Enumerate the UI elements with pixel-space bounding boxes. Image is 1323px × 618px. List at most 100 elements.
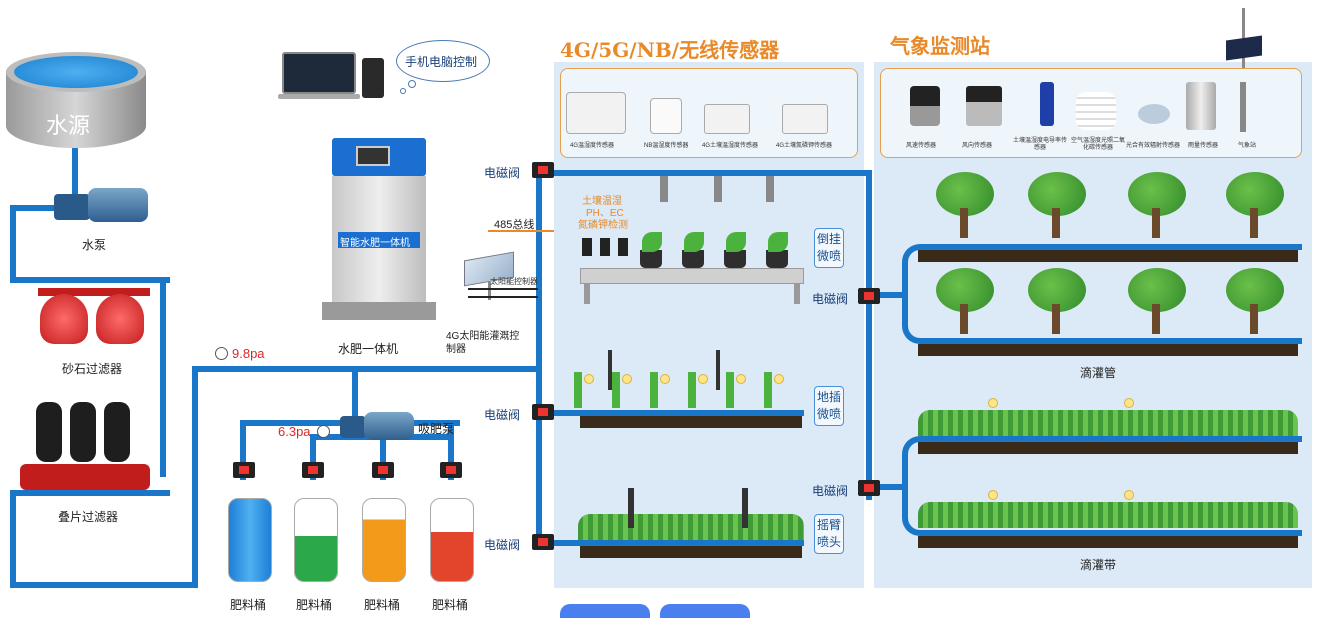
water-source-label: 水源 [46,113,91,138]
tablet-icon [362,58,384,98]
weather-item-label: 风向传感器 [962,143,993,149]
grass-row [578,514,804,540]
weather-panel-title: 气象监测站 [890,34,990,58]
fertilizer-barrel-blue [228,498,272,582]
par-sensor [1138,104,1170,124]
flower [988,398,998,408]
barrel-label: 肥料桶 [230,598,267,612]
laptop-icon [278,52,360,100]
valve-label: 电磁阀 [484,408,521,422]
plant-pot [682,250,704,268]
bottom-tab-button[interactable] [560,604,650,618]
valve-label: 电磁阀 [484,166,521,180]
fruit-tree [1222,268,1286,344]
weather-item-label: 雨量传感器 [1188,143,1219,149]
soil-detect-label: 土壤温湿 [582,196,622,207]
method-badge-ground: 地插微喷 [814,386,844,426]
wind-direction-sensor [966,86,1002,126]
control-bubble-text: 手机电脑控制 [405,55,478,69]
soil-strip [918,250,1298,262]
soil-ec-sensor [1040,82,1054,126]
solenoid-valve [532,162,554,178]
rain-gauge [1186,82,1216,130]
barrel-valve [372,462,394,478]
suction-pressure: 6.3pa [278,424,311,439]
hanging-sprinkler [714,176,722,202]
soil-sensor [618,238,628,256]
disc-filter [20,402,160,498]
barrel-valve [302,462,324,478]
barrel-valve [440,462,462,478]
flower [660,374,670,384]
bus-label: 485总线 [494,219,535,231]
fruit-tree [932,172,996,248]
suction-pump [340,410,414,442]
soil-strip [580,416,802,428]
solenoid-valve [858,480,880,496]
sensor-item-label: 4G土壤氮磷钾传感器 [776,143,833,149]
vegetable-row [918,502,1298,528]
plant-pot [640,250,662,268]
method-badge-rocker: 摇臂喷头 [814,514,844,554]
weather-item-label: 空气温湿度光照二氧化碳传感器 [1070,138,1125,151]
ground-sprinkler [716,350,720,390]
plant-leaf [684,232,704,252]
sensor-panel-title: 4G/5G/NB/无线传感器 [560,38,780,62]
fruit-tree [932,268,996,344]
flower [584,374,594,384]
barrel-label: 肥料桶 [364,598,401,612]
weather-item-label: 土壤温湿度电导率传感器 [1012,138,1067,151]
weather-item-label: 光合有效辐射传感器 [1126,143,1181,149]
valve-label: 电磁阀 [812,484,849,498]
plant-leaf [642,232,662,252]
gauge-icon [317,425,330,438]
water-tank: 水源 [6,52,146,148]
flower [1124,490,1134,500]
flower [622,374,632,384]
fruit-tree [1124,268,1188,344]
bottom-tab-button[interactable] [660,604,750,618]
drip-loop [902,436,1302,536]
hanging-sprinkler [660,176,668,202]
fruit-tree [1024,268,1088,344]
plant-leaf [768,232,788,252]
drip-loop [902,244,1302,344]
soil-sensor [582,238,592,256]
plant-pot [724,250,746,268]
solenoid-valve [532,534,554,550]
ground-sprinkler [608,350,612,390]
weather-item-label: 气象站 [1238,143,1257,149]
sensor-item-label: NB温湿度传感器 [644,143,689,149]
flower [736,374,746,384]
fertilizer-barrel-orange [362,498,406,582]
drip-pipe-label: 滴灌管 [1080,366,1117,380]
sand-filter [38,288,150,348]
solenoid-valve [532,404,554,420]
sand-filter-label: 砂石过滤器 [62,362,123,376]
sensor-device [566,92,626,134]
main-pressure: 9.8pa [232,346,265,361]
fertigation-machine: 智能水肥一体机 [322,138,436,322]
solar-panel-text: 太阳能控制器 [490,277,538,286]
sensor-item-label: 4G土壤温湿度传感器 [702,143,759,149]
vegetable-row [918,410,1298,436]
suction-pump-label: 吸肥泵 [418,422,455,436]
rocker-sprinkler [628,488,634,528]
soil-detect-label: PH、EC [586,208,624,219]
valve-label: 电磁阀 [812,292,849,306]
soil-strip [918,344,1298,356]
solar-controller-label-1: 4G太阳能灌溉控制器 [446,331,520,355]
fruit-tree [1024,172,1088,248]
planting-table [580,268,804,284]
weather-station-icon [1222,8,1266,98]
soil-sensor [600,238,610,256]
fruit-tree [1124,172,1188,248]
flower [1124,398,1134,408]
hanging-sprinkler [766,176,774,202]
flower [698,374,708,384]
flower [774,374,784,384]
pump-label: 水泵 [82,238,107,252]
fruit-tree [1222,172,1286,248]
soil-detect-label: 氮磷钾检测 [578,220,628,231]
fertilizer-barrel-green [294,498,338,582]
